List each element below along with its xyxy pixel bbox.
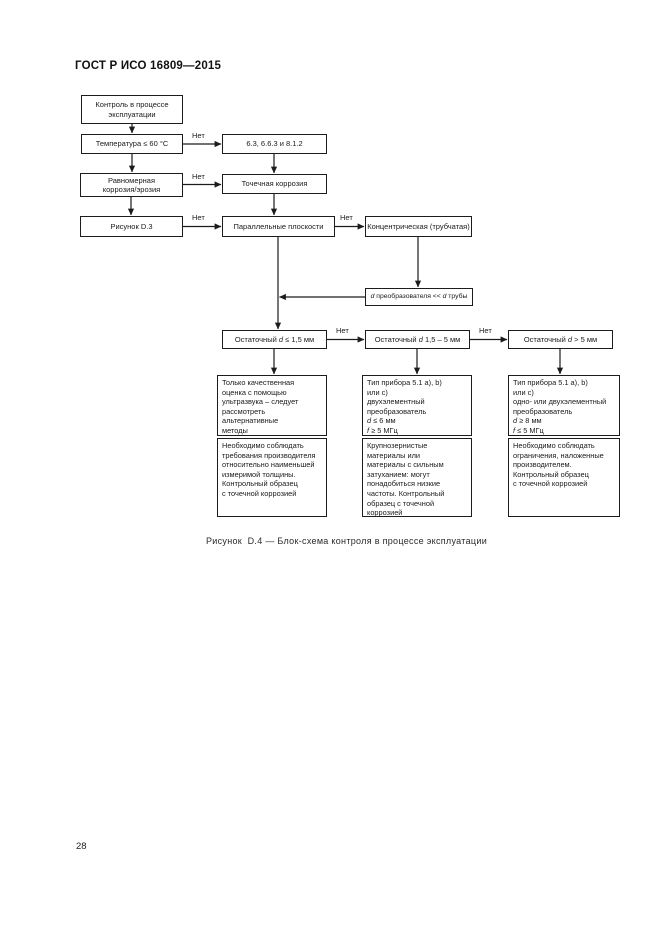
- no-label: Нет: [479, 326, 492, 335]
- flowchart-box-transducer-diameter: d преобразователя << d трубы: [365, 288, 473, 306]
- residual1-text: Остаточный: [234, 334, 279, 344]
- flowchart-box-residual-le-1-5: Остаточный d ≤ 1,5 мм: [222, 330, 327, 349]
- residual2-text: Остаточный: [374, 334, 419, 344]
- document-title: ГОСТ Р ИСО 16809—2015: [75, 60, 222, 72]
- var-d: d: [367, 416, 372, 426]
- outcome2-requirements: Крупнозернистые материалы или материалы …: [362, 438, 472, 517]
- outcome3-f-value: ≤ 5 МГц: [515, 425, 544, 435]
- no-label: Нет: [336, 326, 349, 335]
- outcome2-f-value: ≥ 5 МГц: [369, 425, 398, 435]
- var-d: d: [418, 334, 423, 344]
- transducer-text-2: трубы: [446, 293, 468, 301]
- page-number: 28: [76, 841, 87, 852]
- residual3-value: > 5 мм: [572, 334, 598, 344]
- transducer-text-1: преобразователя <<: [374, 293, 443, 301]
- outcome3-d-value: ≥ 8 мм: [517, 416, 542, 426]
- flowchart-box-concentric: Концентрическая (трубчатая): [365, 216, 472, 237]
- flowchart-outcome-qualitative: Только качественная оценка с помощью уль…: [217, 375, 327, 517]
- flowchart-box-figure-d3: Рисунок D.3: [80, 216, 183, 237]
- figure-caption: Рисунок D.4 — Блок-схема контроля в проц…: [205, 536, 488, 546]
- no-label: Нет: [192, 131, 205, 140]
- flowchart-box-residual-1-5-to-5: Остаточный d 1,5 – 5 мм: [365, 330, 470, 349]
- residual2-value: 1,5 – 5 мм: [422, 334, 461, 344]
- flowchart-box-pitting-corrosion: Точечная коррозия: [222, 174, 327, 194]
- flowchart-outcome-single-or-dual: Тип прибора 5.1 a), b) или c) одно- или …: [508, 375, 620, 517]
- flowchart-box-uniform-corrosion: Равномерная коррозия/эрозия: [80, 173, 183, 197]
- no-label: Нет: [192, 172, 205, 181]
- outcome2-method: Тип прибора 5.1 a), b) или c) двухэлемен…: [362, 375, 472, 436]
- flowchart-box-parallel-planes: Параллельные плоскости: [222, 216, 335, 237]
- no-label: Нет: [340, 213, 353, 222]
- outcome3-method: Тип прибора 5.1 a), b) или c) одно- или …: [508, 375, 620, 436]
- outcome2-head: Тип прибора 5.1 a), b) или c) двухэлемен…: [367, 378, 442, 416]
- outcome2-d-value: ≤ 6 мм: [371, 416, 396, 426]
- var-d: d: [278, 334, 284, 344]
- outcome1-requirements: Необходимо соблюдать требования производ…: [217, 438, 327, 517]
- flowchart-box-control: Контроль в процессе эксплуатации: [81, 95, 183, 124]
- outcome3-head: Тип прибора 5.1 a), b) или c) одно- или …: [513, 378, 607, 416]
- residual3-text: Остаточный: [523, 334, 568, 344]
- no-label: Нет: [192, 213, 205, 222]
- outcome1-method: Только качественная оценка с помощью уль…: [217, 375, 327, 436]
- residual1-value: ≤ 1,5 мм: [283, 334, 315, 344]
- var-d: d: [442, 293, 447, 301]
- var-f: f: [513, 425, 516, 435]
- outcome3-requirements: Необходимо соблюдать ограничения, наложе…: [508, 438, 620, 517]
- flowchart-outcome-dual-element: Тип прибора 5.1 a), b) или c) двухэлемен…: [362, 375, 472, 517]
- flowchart-box-residual-gt-5: Остаточный d > 5 мм: [508, 330, 613, 349]
- flowchart-box-temperature: Температура ≤ 60 °С: [81, 134, 183, 154]
- var-d: d: [513, 416, 518, 426]
- var-d: d: [567, 334, 573, 344]
- flowchart-box-sections: 6.3, 6.6.3 и 8.1.2: [222, 134, 327, 154]
- var-f: f: [367, 425, 370, 435]
- var-d: d: [370, 293, 375, 301]
